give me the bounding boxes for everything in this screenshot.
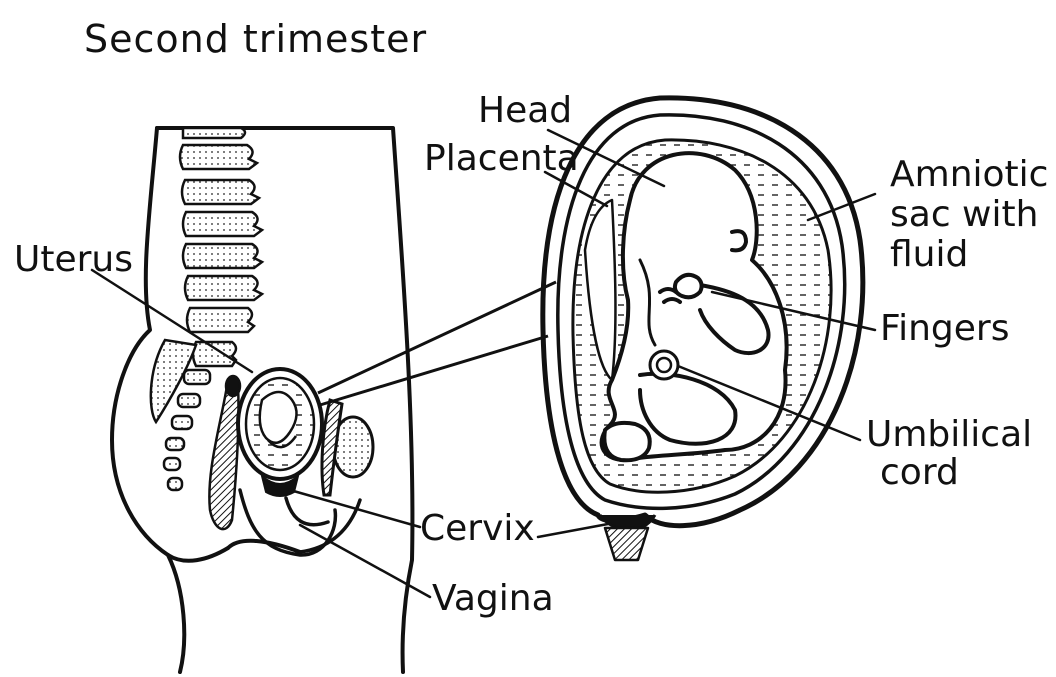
label-umbilical-line2: cord	[880, 456, 959, 490]
label-cervix: Cervix	[420, 512, 535, 546]
label-uterus: Uterus	[14, 243, 133, 277]
zoom-lines	[318, 282, 556, 405]
label-umbilical-line1: Umbilical	[866, 418, 1032, 452]
pelvic-floor	[240, 490, 360, 555]
label-fingers: Fingers	[880, 312, 1009, 346]
diagram-title: Second trimester	[84, 22, 427, 56]
rectum	[209, 376, 240, 529]
label-amniotic-line3: fluid	[890, 238, 968, 272]
uterus-small	[238, 369, 322, 496]
bladder	[322, 400, 373, 495]
label-head: Head	[478, 94, 572, 128]
label-amniotic-line1: Amniotic	[890, 158, 1048, 192]
label-vagina: Vagina	[432, 582, 554, 616]
label-amniotic-line2: sac with	[890, 198, 1038, 232]
label-placenta: Placenta	[424, 142, 579, 176]
